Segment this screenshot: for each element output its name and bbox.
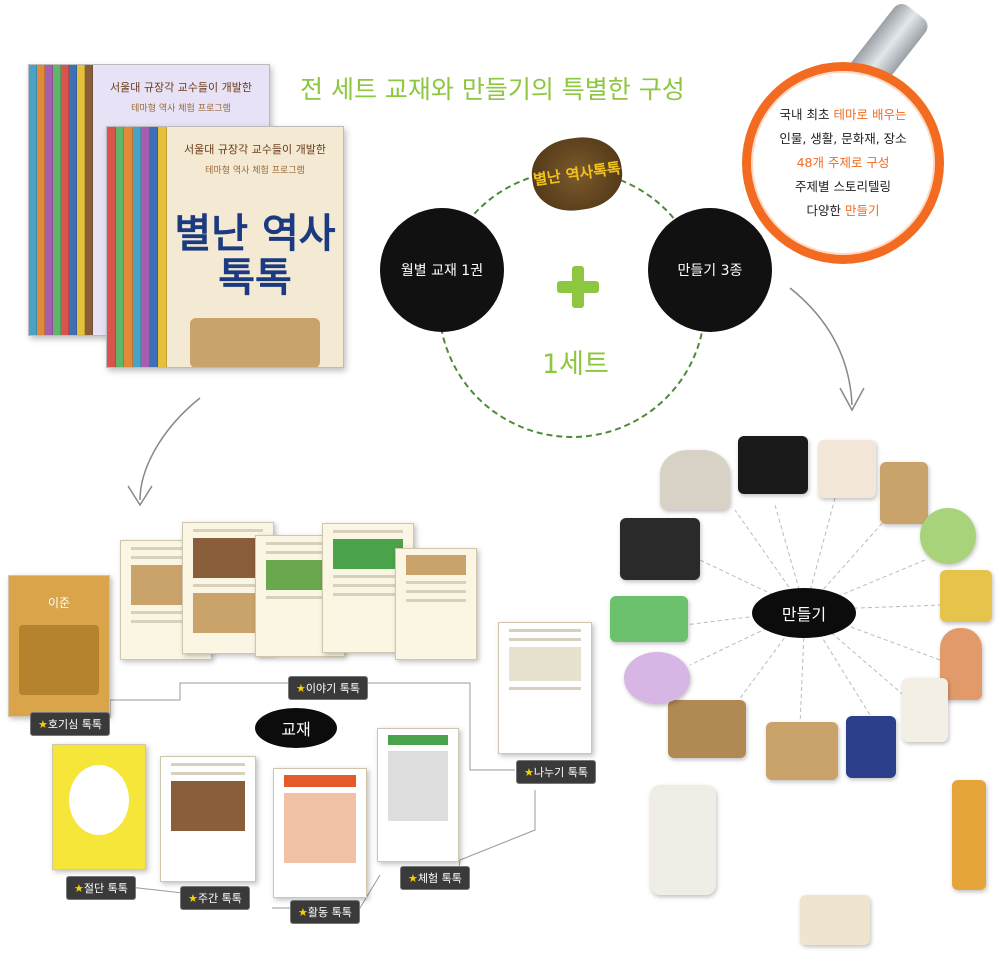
tag-experience-label: 체험 톡톡 [417,872,462,885]
monthly-textbook-disc: 월별 교재 1권 [380,208,504,332]
tag-story-label: 이야기 톡톡 [305,682,360,695]
flow-line-3 [457,790,536,876]
set-label: 1세트 [542,349,609,380]
mag-line5-highlight: 만들기 [844,203,880,218]
star-icon: ★ [524,766,534,779]
tag-intro: ★호기심 톡톡 [30,712,110,736]
book-set-front: 서울대 규장각 교수들이 개발한 테마형 역사 체험 프로그램 별난 역사톡톡 [106,126,344,368]
craft-fan-house [846,716,896,778]
arrow-to-textbook [139,397,201,501]
star-icon: ★ [188,892,198,905]
tag-share: ★나누기 톡톡 [516,760,596,784]
star-icon: ★ [38,718,48,731]
activity-page [273,768,367,898]
cover-front-sub-text: 테마형 역사 체험 프로그램 [205,166,305,176]
star-icon: ★ [298,906,308,919]
tag-cut: ★절단 톡톡 [66,876,136,900]
magnifier-icon [742,62,944,264]
intro-page-title: 이준 [47,596,71,610]
mag-line-5: 다양한 만들기 [807,202,880,220]
mag-line-2: 인물, 생활, 문화재, 장소 [779,131,907,146]
tag-intro-label: 호기심 톡톡 [47,718,102,731]
book-spines-front [107,127,168,367]
craft-black-book [738,436,808,494]
tag-cut-label: 절단 톡톡 [83,882,128,895]
mag-line-3: 48개 주제로 구성 [796,155,890,170]
cover-illustration [190,318,320,367]
craft-golden-crown [940,570,992,622]
craft-folding-screen [668,700,746,758]
tag-inquiry-label: 주간 톡톡 [197,892,242,905]
mag-line-1: 국내 최초 테마로 배우는 [780,106,907,124]
cut-page [52,744,146,870]
craft-mandala [624,652,690,704]
intro-page-illustration [19,625,99,695]
mag-line1-pre: 국내 최초 [779,107,834,122]
cover-front-top-text: 서울대 규장각 교수들이 개발한 [183,143,327,156]
craft-green-dome [920,508,976,564]
inquiry-page [160,756,256,882]
craft-scroll [880,462,928,524]
star-icon: ★ [74,882,84,895]
arrow-to-crafts [789,287,853,406]
page-title: 전 세트 교재와 만들기의 특별한 구성 [300,75,685,104]
cover-front-title: 별난 역사톡톡 [174,211,336,301]
craft-lantern [620,518,700,580]
craft-bookmark [952,780,986,890]
arrow-head-crafts [839,387,865,412]
plus-icon [553,262,603,312]
craft-folding-book [766,722,838,780]
tag-inquiry: ★주간 톡톡 [180,886,250,910]
craft-paper-cube [818,440,876,498]
flow-line-2 [366,682,515,771]
tag-experience: ★체험 톡톡 [400,866,470,890]
mag-line5-pre: 다양한 [806,203,845,218]
arrow-head-textbook [127,485,153,507]
star-icon: ★ [408,872,418,885]
cover-back-top-text: 서울대 규장각 교수들이 개발한 [109,81,253,94]
mag-line1-highlight: 테마로 배우는 [833,107,907,122]
cover-back-sub-text: 테마형 역사 체험 프로그램 [131,104,231,114]
star-icon: ★ [296,682,306,695]
book-cover-front: 서울대 규장각 교수들이 개발한 테마형 역사 체험 프로그램 별난 역사톡톡 [167,127,343,367]
craft-stone-pagoda [650,785,716,895]
tag-story: ★이야기 톡톡 [288,676,368,700]
crafts-disc: 만들기 3종 [648,208,772,332]
story-page-5 [395,548,477,660]
craft-mushroom-house [660,450,730,510]
book-spines [29,65,93,335]
craft-flower-garden [610,596,688,642]
craft-card [902,678,948,742]
magnifier-text: 국내 최초 테마로 배우는 인물, 생활, 문화재, 장소 48개 주제로 구성… [742,62,944,264]
intro-page: 이준 [8,575,110,717]
tag-share-label: 나누기 톡톡 [533,766,588,779]
flow-line-1 [109,682,290,718]
tag-activity: ★활동 톡톡 [290,900,360,924]
mag-line-4: 주제별 스토리텔링 [795,179,891,194]
textbook-label: 교재 [255,708,337,748]
crafts-label: 만들기 [752,588,856,638]
tag-activity-label: 활동 톡톡 [307,906,352,919]
experience-page [377,728,459,862]
share-page [498,622,592,754]
craft-cloth-pouch [800,895,870,945]
